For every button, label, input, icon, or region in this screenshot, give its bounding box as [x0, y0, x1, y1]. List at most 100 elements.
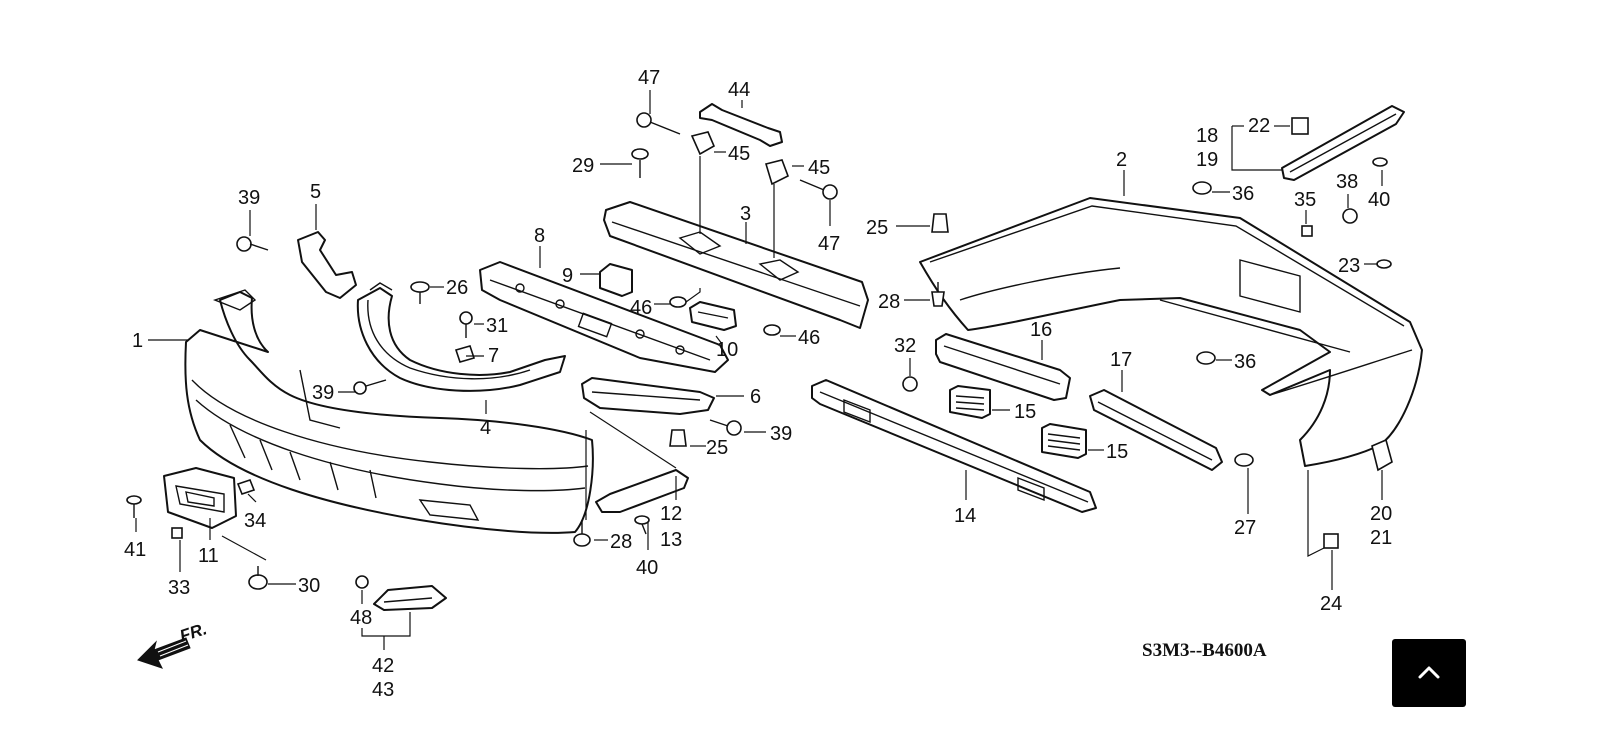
nut-35-icon [1301, 225, 1313, 237]
front-lower-bracket [581, 377, 715, 415]
rear-bumper-beam [811, 379, 1097, 513]
callout-14: 14 [954, 505, 976, 527]
callout-42: 42 [372, 655, 394, 677]
nut-46a-icon [669, 296, 687, 308]
clip-45a-icon [690, 131, 716, 156]
callout-41: 41 [124, 539, 146, 561]
clip-7-icon [454, 345, 476, 363]
callout-labels: 1 2 3 4 5 6 7 8 9 10 11 12 13 14 15 15 1… [124, 67, 1392, 701]
callout-20: 20 [1370, 503, 1392, 525]
callout-32: 32 [894, 335, 916, 357]
fog-light-garnish [373, 585, 447, 611]
callout-47a: 47 [638, 67, 660, 89]
callout-2: 2 [1116, 149, 1127, 171]
bolt-39-icon [236, 236, 269, 252]
callout-39a: 39 [238, 187, 260, 209]
front-spacer-9 [599, 263, 633, 297]
screw-40-icon [1372, 157, 1388, 167]
callout-8: 8 [534, 225, 545, 247]
clip-25b-icon [931, 213, 949, 233]
scroll-to-top-button[interactable] [1392, 639, 1466, 707]
front-side-stay [595, 469, 689, 513]
callout-36b: 36 [1234, 351, 1256, 373]
screw-13-icon [634, 515, 650, 535]
callout-28a: 28 [610, 531, 632, 553]
callout-7: 7 [488, 345, 499, 367]
front-direction-arrow-icon [137, 637, 191, 669]
bolt-47b-icon [799, 179, 838, 200]
callout-25a: 25 [866, 217, 888, 239]
callout-48: 48 [350, 607, 372, 629]
callout-18: 18 [1196, 125, 1218, 147]
license-plate-base [163, 467, 237, 529]
callout-36a: 36 [1232, 183, 1254, 205]
callout-47b: 47 [818, 233, 840, 255]
rear-absorber-17 [1089, 389, 1223, 471]
callout-17: 17 [1110, 349, 1132, 371]
clip-45b-icon [764, 159, 790, 186]
rear-absorber-16 [935, 333, 1071, 401]
front-bumper-reinforcement [356, 282, 566, 392]
callout-38: 38 [1336, 171, 1358, 193]
rear-vent-15a [949, 385, 991, 419]
clip-34-icon [236, 479, 256, 495]
callout-15b: 15 [1106, 441, 1128, 463]
callout-35: 35 [1294, 189, 1316, 211]
callout-29: 29 [572, 155, 594, 177]
bolt-26-icon [410, 281, 430, 304]
callout-33: 33 [168, 577, 190, 599]
callout-45a: 45 [728, 143, 750, 165]
callout-27: 27 [1234, 517, 1256, 539]
callout-46a: 46 [630, 297, 652, 319]
screw-48-icon [355, 575, 369, 589]
callout-39c: 39 [770, 423, 792, 445]
bolt-39b-icon [353, 379, 387, 395]
front-bracket-left [297, 231, 357, 299]
bolt-38-icon [1342, 208, 1358, 224]
rear-bumper-face [919, 197, 1423, 467]
clip-23-icon [1376, 259, 1392, 269]
front-spacer-10 [689, 301, 737, 331]
clip-36a-icon [1192, 181, 1212, 195]
callout-21: 21 [1370, 527, 1392, 549]
callout-26: 26 [446, 277, 468, 299]
clip-25-icon [669, 429, 687, 447]
rear-upper-strip [1281, 105, 1405, 181]
callout-24: 24 [1320, 593, 1342, 615]
callout-44: 44 [728, 79, 750, 101]
callout-1: 1 [132, 330, 143, 352]
callout-46b: 46 [798, 327, 820, 349]
clip-28-icon [573, 520, 591, 547]
callout-11: 11 [198, 545, 219, 567]
bolt-29-icon [631, 148, 649, 178]
callout-3: 3 [740, 203, 751, 225]
bolt-39c-icon [709, 419, 742, 436]
clip-36b-icon [1196, 351, 1216, 365]
callout-43: 43 [372, 679, 394, 701]
callout-25b: 25 [706, 437, 728, 459]
callout-22: 22 [1248, 115, 1270, 137]
clip-22-icon [1291, 117, 1309, 135]
callout-4: 4 [480, 417, 491, 439]
fasteners [126, 112, 1393, 590]
callout-28b: 28 [878, 291, 900, 313]
callout-10: 10 [716, 339, 738, 361]
callout-19: 19 [1196, 149, 1218, 171]
callout-5: 5 [310, 181, 321, 203]
callout-45b: 45 [808, 157, 830, 179]
callout-34: 34 [244, 510, 266, 532]
callout-13: 13 [660, 529, 682, 551]
callout-9: 9 [562, 265, 573, 287]
front-upper-beam [603, 201, 869, 329]
front-bumper-beam [479, 261, 729, 373]
front-bumper-face [184, 289, 594, 534]
callout-16: 16 [1030, 319, 1052, 341]
callout-15a: 15 [1014, 401, 1036, 423]
callout-40b: 40 [636, 557, 658, 579]
callout-40a: 40 [1368, 189, 1390, 211]
front-direction-label: FR. [177, 619, 209, 646]
leader-lines [135, 90, 1383, 650]
callout-31: 31 [486, 315, 508, 337]
nut-32-icon [902, 376, 918, 392]
